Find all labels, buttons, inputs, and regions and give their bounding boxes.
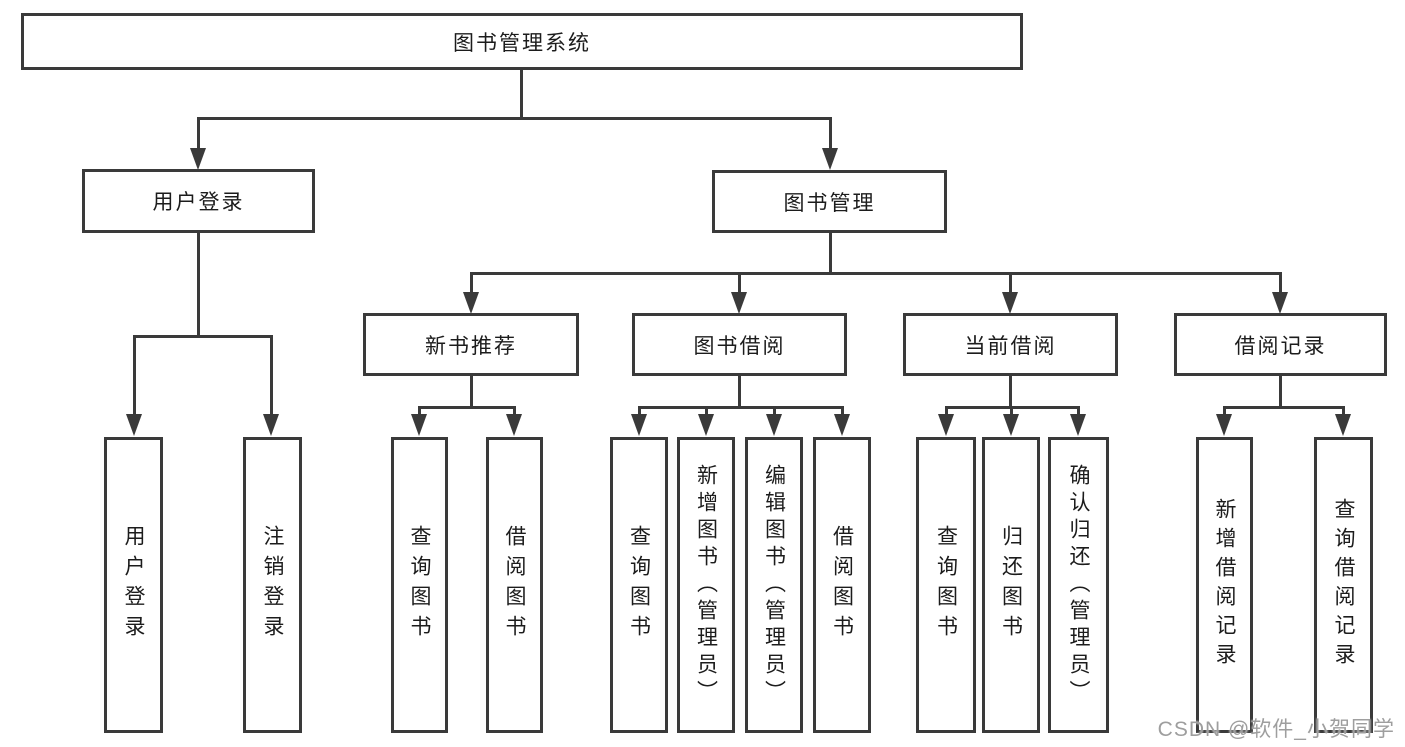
- arrow-to-new-book-recommend: [463, 292, 479, 314]
- connector-sub4-drop-2: [1342, 406, 1345, 416]
- leaf-return-books: 归还图书: [982, 437, 1040, 733]
- node-user-login: 用户登录: [82, 169, 315, 233]
- leaf-query-books-current: 查询图书: [916, 437, 976, 733]
- connector-sub4-stem: [1279, 376, 1282, 408]
- leaf-logout: 注销登录: [243, 437, 302, 733]
- arrow-sub4-leaf-2: [1335, 414, 1351, 436]
- connector-sub2-horizontal: [638, 406, 843, 409]
- connector-l1-drop-left: [197, 117, 200, 150]
- connector-sub3-drop-3: [1077, 406, 1080, 416]
- arrow-to-book-borrow: [731, 292, 747, 314]
- leaf-user-login: 用户登录: [104, 437, 163, 733]
- connector-l1-drop-right: [829, 117, 832, 150]
- connector-sub1-stem: [470, 376, 473, 408]
- connector-l1-horizontal: [197, 117, 832, 120]
- arrow-sub2-leaf-1: [631, 414, 647, 436]
- arrow-sub2-leaf-2: [698, 414, 714, 436]
- arrow-to-user-login: [190, 148, 206, 170]
- node-book-borrow: 图书借阅: [632, 313, 847, 376]
- leaf-edit-books-admin: 编辑图书（管理员）: [745, 437, 803, 733]
- leaf-confirm-return-admin: 确认归还（管理员）: [1048, 437, 1109, 733]
- connector-l2-drop-4: [1279, 272, 1282, 294]
- connector-sub3-drop-1: [945, 406, 948, 416]
- csdn-watermark: CSDN @软件_小贺同学: [1157, 718, 1395, 741]
- leaf-query-borrow-record: 查询借阅记录: [1314, 437, 1373, 733]
- arrow-sub3-leaf-2: [1003, 414, 1019, 436]
- connector-l2-drop-3: [1009, 272, 1012, 294]
- connector-sub1-horizontal: [418, 406, 516, 409]
- arrow-sub1-leaf-2: [506, 414, 522, 436]
- node-book-management: 图书管理: [712, 170, 947, 233]
- arrow-to-leaf-user-login: [126, 414, 142, 436]
- leaf-query-books-recommend: 查询图书: [391, 437, 448, 733]
- connector-user-drop-2: [270, 335, 273, 415]
- connector-l2-drop-1: [470, 272, 473, 294]
- connector-l2-horizontal: [470, 272, 1282, 275]
- connector-l2-drop-2: [738, 272, 741, 294]
- connector-user-stem: [197, 233, 200, 337]
- arrow-sub2-leaf-4: [834, 414, 850, 436]
- arrow-sub3-leaf-1: [938, 414, 954, 436]
- connector-sub2-stem: [738, 376, 741, 408]
- leaf-query-books-borrow: 查询图书: [610, 437, 668, 733]
- connector-user-horizontal: [133, 335, 273, 338]
- connector-sub3-stem: [1009, 376, 1012, 408]
- arrow-sub3-leaf-3: [1070, 414, 1086, 436]
- node-borrow-records: 借阅记录: [1174, 313, 1387, 376]
- node-new-book-recommend: 新书推荐: [363, 313, 579, 376]
- leaf-borrow-books: 借阅图书: [813, 437, 871, 733]
- connector-sub4-drop-1: [1223, 406, 1226, 416]
- connector-sub1-drop-1: [418, 406, 421, 416]
- arrow-to-current-borrow: [1002, 292, 1018, 314]
- connector-sub2-drop-3: [773, 406, 776, 416]
- connector-sub3-drop-2: [1010, 406, 1013, 416]
- arrow-to-borrow-records: [1272, 292, 1288, 314]
- arrow-sub2-leaf-3: [766, 414, 782, 436]
- connector-sub2-drop-4: [841, 406, 844, 416]
- arrow-sub1-leaf-1: [411, 414, 427, 436]
- leaf-add-books-admin: 新增图书（管理员）: [677, 437, 735, 733]
- node-current-borrow: 当前借阅: [903, 313, 1118, 376]
- connector-root-stem: [520, 69, 523, 117]
- leaf-add-borrow-record: 新增借阅记录: [1196, 437, 1253, 733]
- arrow-to-leaf-logout: [263, 414, 279, 436]
- connector-sub4-horizontal: [1223, 406, 1344, 409]
- connector-sub2-drop-2: [705, 406, 708, 416]
- leaf-borrow-books-recommend: 借阅图书: [486, 437, 543, 733]
- arrow-sub4-leaf-1: [1216, 414, 1232, 436]
- connector-sub1-drop-2: [513, 406, 516, 416]
- connector-user-drop-1: [133, 335, 136, 415]
- connector-mgmt-stem: [829, 233, 832, 274]
- node-library-system: 图书管理系统: [21, 13, 1023, 70]
- connector-sub2-drop-1: [638, 406, 641, 416]
- arrow-to-book-management: [822, 148, 838, 170]
